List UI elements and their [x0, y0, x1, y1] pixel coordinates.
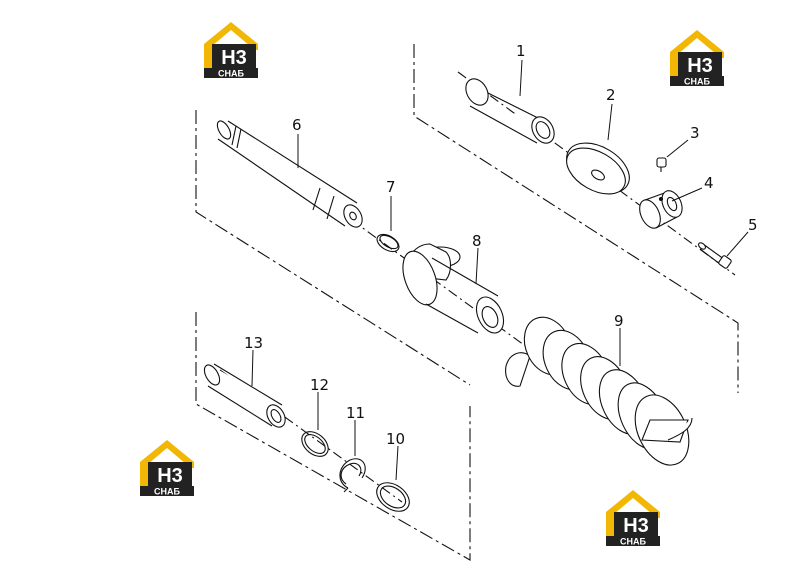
brand-logo: H3 СНАБ — [204, 22, 258, 79]
part-number-labels: 1 2 3 4 5 6 7 8 9 10 11 12 13 — [244, 42, 758, 448]
logo-bottom-text: СНАБ — [684, 77, 710, 87]
part-number-5: 5 — [748, 216, 758, 234]
part-number-11: 11 — [346, 404, 365, 422]
part-12-ring — [301, 431, 329, 457]
group-outline-left — [195, 110, 471, 386]
logo-bottom-text: СНАБ — [620, 537, 646, 547]
logo-top-text: H3 — [157, 465, 183, 487]
part-number-6: 6 — [292, 116, 302, 134]
logo-top-text: H3 — [623, 515, 649, 537]
part-8-flanged-sleeve — [402, 243, 505, 334]
part-number-13: 13 — [244, 334, 263, 352]
part-9-spring — [505, 316, 693, 466]
brand-logo: H3 СНАБ — [140, 440, 194, 497]
brand-logo: H3 СНАБ — [606, 490, 660, 547]
part-7-o-ring — [376, 233, 400, 253]
logo-top-text: H3 — [221, 47, 247, 69]
logo-bottom-text: СНАБ — [218, 69, 244, 79]
part-number-1: 1 — [516, 42, 526, 60]
leader-lines — [251, 59, 749, 481]
logo-bottom-text: СНАБ — [154, 487, 180, 497]
part-number-2: 2 — [606, 86, 616, 104]
part-6-shaft — [216, 120, 363, 228]
part-1-bushing — [465, 78, 555, 145]
brand-logo: H3 СНАБ — [670, 30, 724, 87]
part-number-9: 9 — [614, 312, 624, 330]
part-number-4: 4 — [704, 174, 714, 192]
part-11-snap-ring — [339, 458, 366, 493]
logo-top-text: H3 — [687, 55, 713, 77]
part-5-pin — [697, 242, 732, 269]
part-2-washer — [566, 142, 630, 195]
part-number-7: 7 — [386, 178, 396, 196]
group-outline-lower — [195, 312, 471, 561]
part-13-bushing — [203, 363, 286, 428]
part-number-10: 10 — [386, 430, 405, 448]
part-number-12: 12 — [310, 376, 329, 394]
group-outline-upper-right — [413, 44, 739, 393]
part-4-collar — [639, 190, 683, 229]
part-number-3: 3 — [690, 124, 700, 142]
part-10-ring — [376, 482, 410, 512]
part-3-grease-nipple — [656, 157, 667, 172]
part-number-8: 8 — [472, 232, 482, 250]
